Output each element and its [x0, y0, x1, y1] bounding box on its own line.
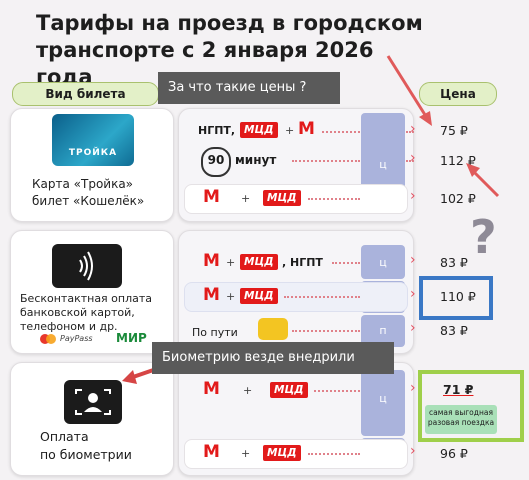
chevron-right-icon: › — [410, 443, 416, 459]
chevron-right-icon: › — [410, 320, 416, 336]
annotation-question: За что такие цены ? — [158, 72, 340, 104]
price-83: 83 ₽ — [440, 255, 468, 270]
contactless-icon — [52, 244, 122, 288]
clock-90-icon — [201, 147, 231, 177]
ngpt-label: НГПТ, — [198, 124, 236, 137]
troika-card-logo: ТРОЙКА — [52, 114, 134, 166]
biometry-caption: Оплата по биометрии — [40, 429, 132, 462]
dotted-connector — [332, 262, 360, 264]
minutes-number: 90 — [207, 153, 225, 167]
zone-c-label: ц — [379, 256, 387, 269]
taxi-icon — [258, 318, 288, 340]
fare-row-metro-mcd — [184, 184, 408, 214]
plus-sign: + — [241, 447, 251, 460]
ngpt-label: , НГПТ — [282, 256, 323, 269]
header-price: Цена — [419, 82, 497, 106]
plus-sign: + — [285, 124, 295, 137]
zone-c-label: ц — [379, 392, 387, 405]
dotted-connector — [322, 131, 360, 133]
mcd-logo: МЦД — [240, 288, 278, 304]
best-offer-badge: самая выгодная разовая поездка — [425, 405, 497, 434]
dotted-connector — [284, 296, 360, 298]
minutes-label: минут — [235, 153, 277, 167]
highlight-box-blue — [419, 276, 493, 320]
dotted-connector — [308, 198, 360, 200]
price-110: 110 ₽ — [440, 289, 476, 304]
mcd-logo: МЦД — [240, 122, 278, 138]
dotted-connector — [314, 390, 360, 392]
mastercard-icon — [40, 334, 50, 344]
dotted-connector — [292, 330, 360, 332]
dotted-connector — [406, 131, 414, 133]
chevron-right-icon: › — [410, 188, 416, 204]
dotted-connector — [308, 453, 360, 455]
dotted-connector — [406, 160, 414, 162]
plus-sign: + — [226, 290, 236, 303]
plus-sign: + — [226, 256, 236, 269]
zone-p-bar-3: п — [361, 315, 405, 347]
page-title: Тарифы на проезд в городском транспорте … — [36, 11, 423, 89]
chevron-right-icon: › — [410, 252, 416, 268]
mir-logo: МИР — [116, 331, 147, 345]
troika-caption: Карта «Тройка» билет «Кошелёк» — [32, 177, 145, 208]
zone-p-label: п — [379, 324, 387, 337]
price-102: 102 ₽ — [440, 191, 476, 206]
on-the-way-label: По пути — [192, 326, 238, 339]
mcd-logo: МЦД — [263, 445, 301, 461]
plus-sign: + — [243, 384, 253, 397]
mastercard-icon-2 — [46, 334, 56, 344]
price-71: 71 ₽ — [443, 382, 474, 397]
plus-sign: + — [241, 192, 251, 205]
troika-logo-text: ТРОЙКА — [68, 148, 118, 158]
metro-logo: М — [203, 285, 220, 305]
annotation-biometry: Биометрию везде внедрили — [152, 342, 394, 374]
zone-c-bar-3: ц — [361, 370, 405, 436]
mcd-logo: МЦД — [263, 190, 301, 206]
paypass-logo: PayPass — [60, 334, 93, 343]
dotted-connector — [292, 160, 360, 162]
metro-logo: М — [298, 119, 315, 139]
chevron-right-icon: › — [410, 121, 416, 137]
question-mark: ? — [470, 210, 497, 264]
bank-caption: Бесконтактная оплата банковской картой, … — [20, 292, 153, 333]
price-96: 96 ₽ — [440, 446, 468, 461]
zone-c-bar-2: ц — [361, 245, 405, 279]
metro-logo: М — [203, 251, 220, 271]
face-scan-icon — [64, 380, 122, 424]
mcd-logo: МЦД — [270, 382, 308, 398]
highlight-box-green — [418, 370, 524, 442]
metro-logo: М — [203, 187, 220, 207]
metro-logo: М — [203, 379, 220, 399]
price-75: 75 ₽ — [440, 123, 468, 138]
chevron-right-icon: › — [410, 150, 416, 166]
metro-logo: М — [203, 442, 220, 462]
mcd-logo: МЦД — [240, 254, 278, 270]
chevron-right-icon: › — [410, 286, 416, 302]
price-83-2: 83 ₽ — [440, 323, 468, 338]
zone-c-label: ц — [379, 158, 387, 171]
chevron-right-icon: › — [410, 380, 416, 396]
